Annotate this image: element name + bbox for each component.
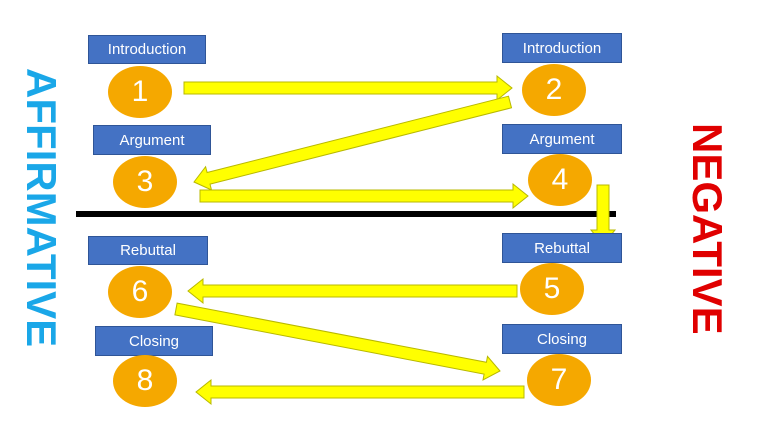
step-2-number: 2	[545, 73, 563, 106]
arrow-step-5-to-6	[187, 277, 518, 305]
step-3-number: 3	[136, 165, 154, 198]
step-6-circle: 6	[108, 266, 172, 318]
arrow-step-6-to-7	[174, 302, 501, 381]
arrow-step-1-to-2	[183, 74, 513, 102]
step-5-label-box: Rebuttal	[502, 233, 622, 263]
step-6-number: 6	[131, 275, 149, 308]
phase-divider-line	[76, 211, 616, 217]
step-2-circle: 2	[522, 64, 586, 116]
step-6-label: Rebuttal	[120, 242, 176, 259]
step-7-label-box: Closing	[502, 324, 622, 354]
step-8-circle: 8	[113, 355, 177, 407]
step-4-circle: 4	[528, 154, 592, 206]
step-8-label-box: Closing	[95, 326, 213, 356]
step-7-number: 7	[550, 363, 568, 396]
step-1-number: 1	[131, 75, 149, 108]
step-5-label: Rebuttal	[534, 239, 590, 257]
step-1-circle: 1	[108, 66, 172, 118]
arrow-step-2-to-3	[193, 95, 513, 191]
step-1-label-box: Introduction	[88, 35, 206, 64]
step-4-number: 4	[551, 163, 569, 196]
step-1-label: Introduction	[107, 41, 187, 58]
arrow-step-7-to-8	[195, 378, 525, 406]
step-7-label: Closing	[536, 330, 588, 348]
arrow-step-3-to-4	[199, 182, 529, 210]
step-6-label-box: Rebuttal	[88, 236, 208, 265]
step-3-label: Argument	[119, 131, 185, 149]
step-2-label: Introduction	[522, 39, 602, 57]
step-2-label-box: Introduction	[502, 33, 622, 63]
step-8-label: Closing	[128, 332, 180, 350]
step-4-label: Argument	[529, 130, 595, 148]
step-4-label-box: Argument	[502, 124, 622, 154]
step-8-number: 8	[136, 364, 154, 397]
step-5-circle: 5	[520, 263, 584, 315]
step-5-number: 5	[543, 272, 561, 305]
step-7-circle: 7	[527, 354, 591, 406]
step-3-circle: 3	[113, 156, 177, 208]
step-3-label-box: Argument	[93, 125, 211, 155]
